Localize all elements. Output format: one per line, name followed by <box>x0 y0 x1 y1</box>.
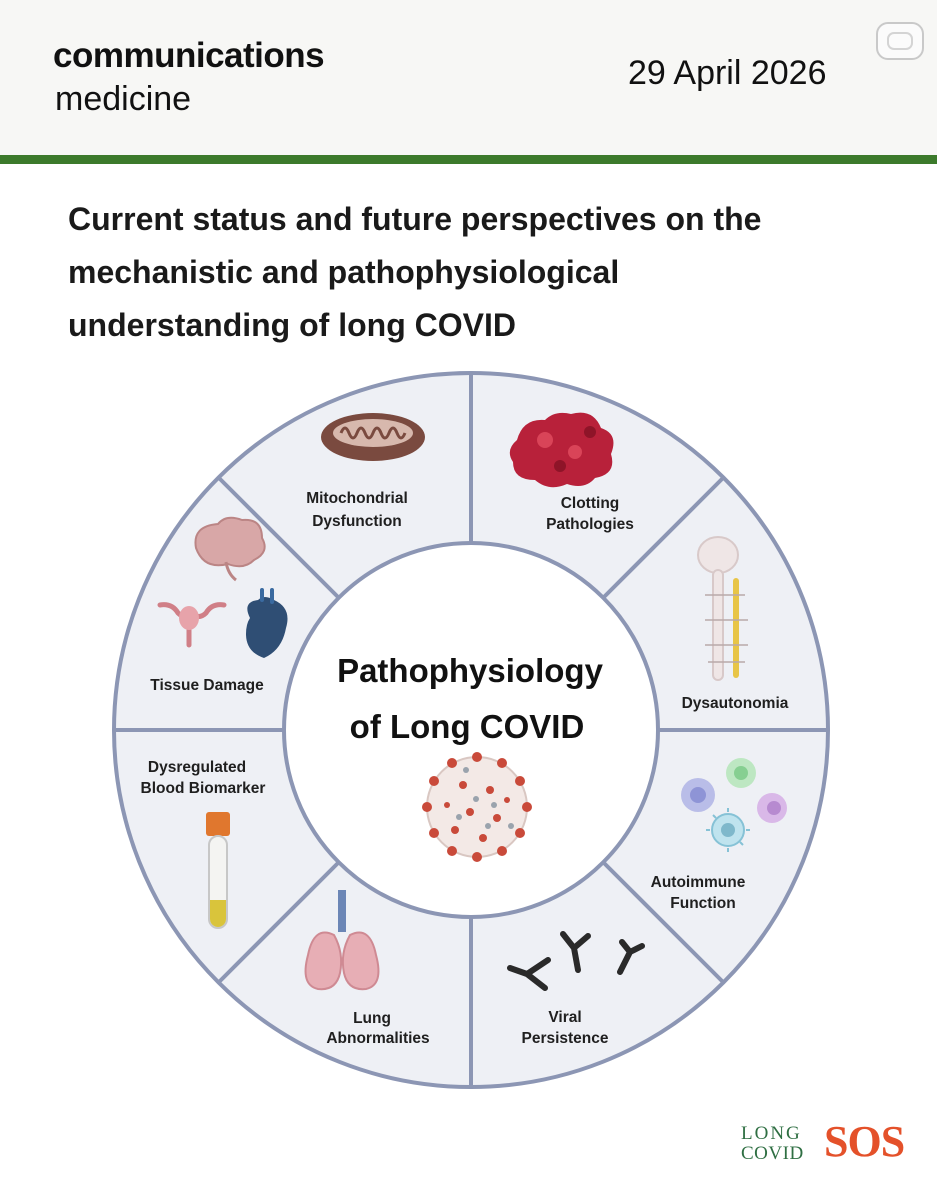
article-title: Current status and future perspectives o… <box>68 193 928 352</box>
lungs-icon <box>304 890 380 991</box>
article-title-line: understanding of long COVID <box>68 307 516 343</box>
spinal-cord-icon <box>697 536 748 681</box>
logo-mark: SOS <box>824 1117 905 1166</box>
segment-label: Lung <box>353 1010 391 1027</box>
segment-label: Persistence <box>521 1030 608 1047</box>
segment-label: Function <box>670 895 735 912</box>
center-title-line: of Long COVID <box>350 708 585 745</box>
journal-name: communications <box>53 36 325 75</box>
segment-label: Autoimmune <box>651 874 746 891</box>
segment-label: Viral <box>548 1009 581 1026</box>
segment-label: Dysfunction <box>312 513 402 530</box>
journal-header: communications medicine 29 April 2026 <box>0 0 937 155</box>
journal-name-subtitle: medicine <box>55 80 192 118</box>
segment-label: Tissue Damage <box>150 677 264 694</box>
segment-label: Abnormalities <box>326 1030 429 1047</box>
immune-cells-icon <box>681 758 787 852</box>
center-circle <box>282 541 660 919</box>
segment-label: Blood Biomarker <box>141 780 266 797</box>
segment-dividers <box>114 373 828 1087</box>
blood-tube-icon <box>206 812 230 929</box>
organs-icon <box>157 516 288 658</box>
coronavirus-icon <box>422 752 532 862</box>
mitochondria-icon <box>321 413 425 461</box>
segment-label: Dysregulated <box>148 759 246 776</box>
segment-label: Mitochondrial <box>306 490 408 507</box>
logo-text: LONG <box>741 1123 802 1144</box>
segment-label: Dysautonomia <box>682 695 789 712</box>
segment-label: Clotting <box>561 495 620 512</box>
article-title-line: Current status and future perspectives o… <box>68 201 762 237</box>
logo-text: COVID <box>741 1143 804 1164</box>
antibody-icon <box>507 931 645 991</box>
segment-label: Pathologies <box>546 516 634 533</box>
header-divider <box>0 155 937 164</box>
center-title-line: Pathophysiology <box>337 652 604 689</box>
publication-date: 29 April 2026 <box>628 54 827 92</box>
overlay-badge-icon[interactable] <box>876 22 924 60</box>
blood-clot-icon <box>509 412 614 488</box>
article-title-line: mechanistic and pathophysiological <box>68 254 620 290</box>
